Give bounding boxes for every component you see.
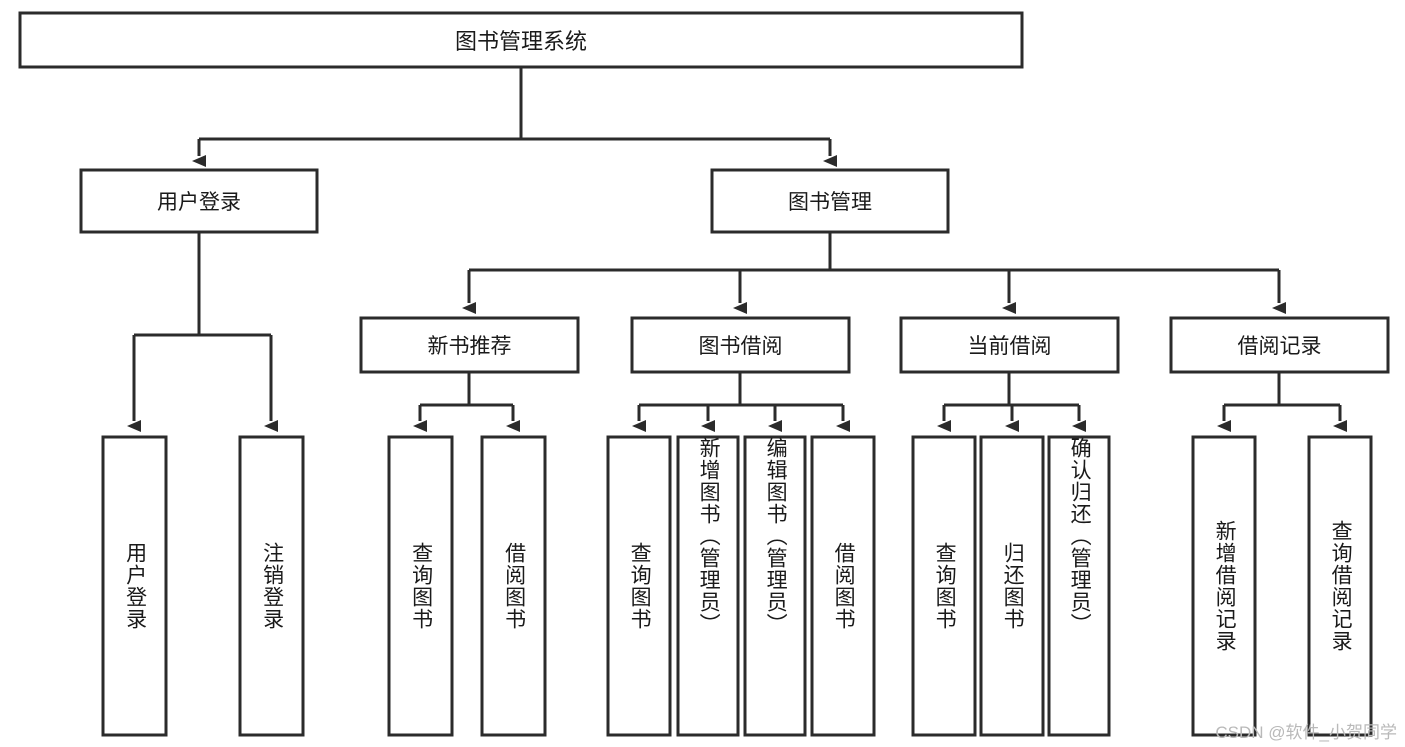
edge-currentborrow-to-leaves	[937, 372, 1086, 432]
edge-newbook-to-leaves	[413, 372, 520, 432]
leaf-box-edit-book-admin[interactable]	[743, 435, 807, 737]
leaf-box-logout[interactable]	[238, 435, 305, 737]
node-box-root[interactable]	[18, 11, 1024, 69]
edge-root-to-level2	[192, 67, 837, 167]
leaf-box-query-borrow-record[interactable]	[1307, 435, 1373, 737]
leaf-box-query-book-current[interactable]	[911, 435, 977, 737]
leaf-box-confirm-return-admin[interactable]	[1047, 435, 1111, 737]
edge-bookmgmt-to-level3	[462, 232, 1286, 314]
leaf-box-add-borrow-record[interactable]	[1191, 435, 1257, 737]
node-box-book-management[interactable]	[710, 168, 950, 234]
watermark-text: CSDN @软件_小贺同学	[1215, 723, 1397, 742]
leaf-box-query-book-borrow[interactable]	[606, 435, 672, 737]
leaf-box-add-book-admin[interactable]	[676, 435, 740, 737]
node-box-book-borrow[interactable]	[630, 316, 851, 374]
node-box-new-book-recommend[interactable]	[359, 316, 580, 374]
node-box-user-login[interactable]	[79, 168, 319, 234]
edge-userlogin-to-leaves	[127, 232, 278, 432]
node-box-current-borrow[interactable]	[899, 316, 1120, 374]
leaf-box-user-login[interactable]	[101, 435, 168, 737]
edge-borrowrecord-to-leaves	[1217, 372, 1347, 432]
leaf-box-borrow-book-rec[interactable]	[480, 435, 547, 737]
leaf-box-query-book-rec[interactable]	[387, 435, 454, 737]
node-box-borrow-record[interactable]	[1169, 316, 1390, 374]
leaf-box-return-book[interactable]	[979, 435, 1045, 737]
edge-bookborrow-to-leaves	[632, 372, 850, 432]
leaf-box-borrow-book[interactable]	[810, 435, 876, 737]
